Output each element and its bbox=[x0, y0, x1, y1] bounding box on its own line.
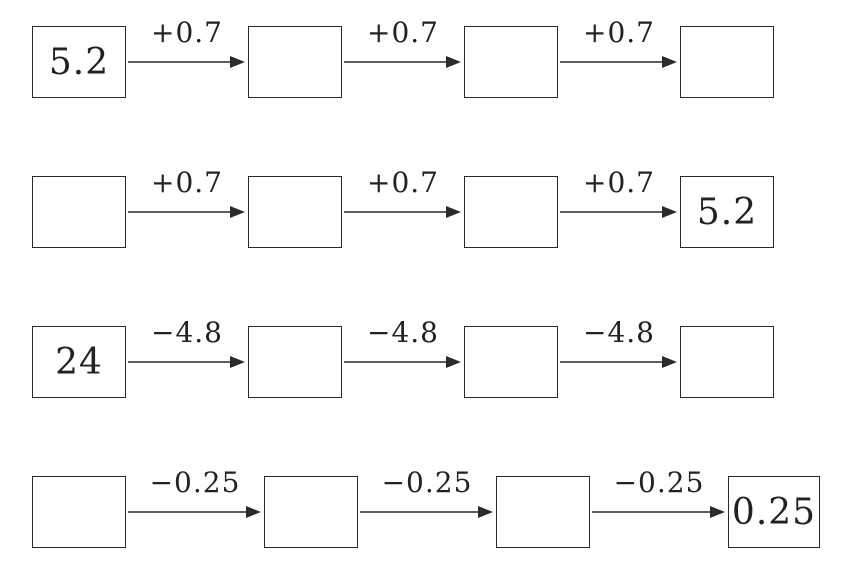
arrow: +0.7 bbox=[128, 16, 246, 98]
arrow: +0.7 bbox=[560, 16, 678, 98]
operation-label: +0.7 bbox=[151, 166, 223, 199]
arrow-icon bbox=[344, 356, 461, 368]
operation-label: −0.25 bbox=[381, 466, 473, 499]
arrow: −0.25 bbox=[360, 466, 494, 548]
arrow: −0.25 bbox=[128, 466, 262, 548]
number-box[interactable] bbox=[464, 326, 558, 398]
number-box[interactable] bbox=[264, 476, 358, 548]
arrow: +0.7 bbox=[344, 166, 462, 248]
arrow-icon bbox=[128, 506, 261, 518]
number-box: 0.25 bbox=[728, 476, 820, 548]
number-box: 5.2 bbox=[32, 26, 126, 98]
arrow-icon bbox=[128, 206, 245, 218]
number-box: 24 bbox=[32, 326, 126, 398]
arrow-icon bbox=[560, 56, 677, 68]
arrow-icon bbox=[360, 506, 493, 518]
number-box[interactable] bbox=[248, 326, 342, 398]
operation-label: +0.7 bbox=[367, 16, 439, 49]
operation-label: −0.25 bbox=[613, 466, 705, 499]
arrow: +0.7 bbox=[344, 16, 462, 98]
arrow: +0.7 bbox=[560, 166, 678, 248]
operation-label: +0.7 bbox=[151, 16, 223, 49]
arrow-icon bbox=[560, 356, 677, 368]
number-box[interactable] bbox=[464, 176, 558, 248]
arrow-icon bbox=[344, 206, 461, 218]
operation-label: −0.25 bbox=[149, 466, 241, 499]
operation-label: +0.7 bbox=[367, 166, 439, 199]
arrow-icon bbox=[128, 356, 245, 368]
number-box[interactable] bbox=[32, 476, 126, 548]
chain-2: +0.7 +0.7 +0.7 5.2 bbox=[0, 166, 851, 252]
number-box[interactable] bbox=[464, 26, 558, 98]
chain-4: −0.25 −0.25 −0.25 0.25 bbox=[0, 466, 851, 552]
arrow-icon bbox=[592, 506, 725, 518]
number-box[interactable] bbox=[496, 476, 590, 548]
number-box[interactable] bbox=[680, 26, 774, 98]
operation-label: +0.7 bbox=[583, 166, 655, 199]
arrow: −4.8 bbox=[560, 316, 678, 398]
arrow-icon bbox=[344, 56, 461, 68]
number-box[interactable] bbox=[680, 326, 774, 398]
arrow-icon bbox=[128, 56, 245, 68]
arrow: −0.25 bbox=[592, 466, 726, 548]
arrow: −4.8 bbox=[128, 316, 246, 398]
number-box: 5.2 bbox=[680, 176, 774, 248]
chain-3: 24 −4.8 −4.8 −4.8 bbox=[0, 316, 851, 402]
number-box[interactable] bbox=[32, 176, 126, 248]
number-box[interactable] bbox=[248, 26, 342, 98]
chain-1: 5.2 +0.7 +0.7 +0.7 bbox=[0, 16, 851, 102]
operation-label: +0.7 bbox=[583, 16, 655, 49]
operation-label: −4.8 bbox=[583, 316, 655, 349]
operation-label: −4.8 bbox=[367, 316, 439, 349]
arrow: −4.8 bbox=[344, 316, 462, 398]
operation-label: −4.8 bbox=[151, 316, 223, 349]
arrow-icon bbox=[560, 206, 677, 218]
arrow: +0.7 bbox=[128, 166, 246, 248]
number-box[interactable] bbox=[248, 176, 342, 248]
